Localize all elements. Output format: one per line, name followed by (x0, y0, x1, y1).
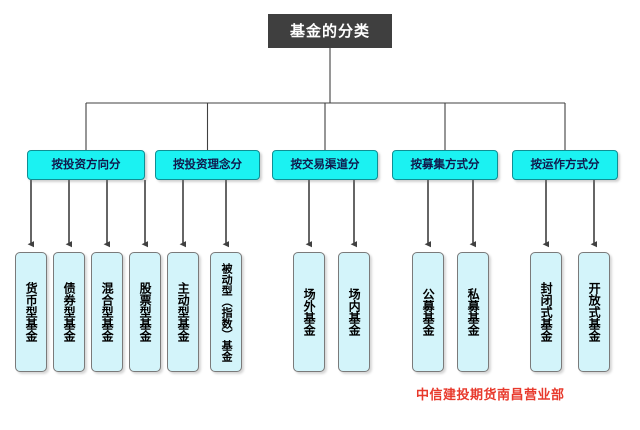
category-node-3[interactable]: 按交易渠道分 (272, 150, 378, 180)
leaf-node-label: 场内基金 (347, 288, 362, 336)
leaf-node-8[interactable]: 场内基金 (338, 252, 370, 372)
leaf-node-label: 场外基金 (302, 288, 317, 336)
leaf-node-7[interactable]: 场外基金 (293, 252, 325, 372)
category-node-1[interactable]: 按投资方向分 (27, 150, 145, 180)
leaf-node-label: 公募基金 (421, 288, 436, 336)
leaf-node-label: 股票型基金 (138, 282, 153, 342)
leaf-node-2[interactable]: 债券型基金 (53, 252, 85, 372)
root-node[interactable]: 基金的分类 (268, 14, 392, 48)
leaf-node-label: 私募基金 (466, 288, 481, 336)
leaf-node-label: 债券型基金 (62, 282, 77, 342)
leaf-node-10[interactable]: 私募基金 (457, 252, 489, 372)
leaf-node-label: 货币型基金 (24, 282, 39, 342)
leaf-node-12[interactable]: 开放式基金 (578, 252, 610, 372)
leaf-node-9[interactable]: 公募基金 (412, 252, 444, 372)
leaf-node-11[interactable]: 封闭式基金 (530, 252, 562, 372)
category-node-label: 按交易渠道分 (290, 157, 360, 172)
leaf-node-label: 开放式基金 (587, 282, 602, 342)
leaf-node-label: 封闭式基金 (539, 282, 554, 342)
leaf-node-label: 被动型（指数）基金 (220, 262, 234, 362)
category-node-label: 按运作方式分 (530, 157, 600, 172)
category-node-label: 按募集方式分 (410, 157, 480, 172)
category-node-label: 按投资方向分 (51, 157, 121, 172)
leaf-node-5[interactable]: 主动型基金 (167, 252, 199, 372)
footer-branding: 中信建投期货南昌营业部 (416, 388, 565, 403)
leaf-node-4[interactable]: 股票型基金 (129, 252, 161, 372)
root-node-label: 基金的分类 (289, 21, 370, 40)
leaf-node-6[interactable]: 被动型（指数）基金 (210, 252, 242, 372)
category-node-4[interactable]: 按募集方式分 (392, 150, 498, 180)
leaf-node-3[interactable]: 混合型基金 (91, 252, 123, 372)
category-node-2[interactable]: 按投资理念分 (155, 150, 260, 180)
leaf-node-1[interactable]: 货币型基金 (15, 252, 47, 372)
leaf-node-label: 混合型基金 (100, 282, 115, 342)
leaf-node-label: 主动型基金 (176, 282, 191, 342)
category-node-label: 按投资理念分 (173, 157, 242, 172)
category-node-5[interactable]: 按运作方式分 (512, 150, 618, 180)
